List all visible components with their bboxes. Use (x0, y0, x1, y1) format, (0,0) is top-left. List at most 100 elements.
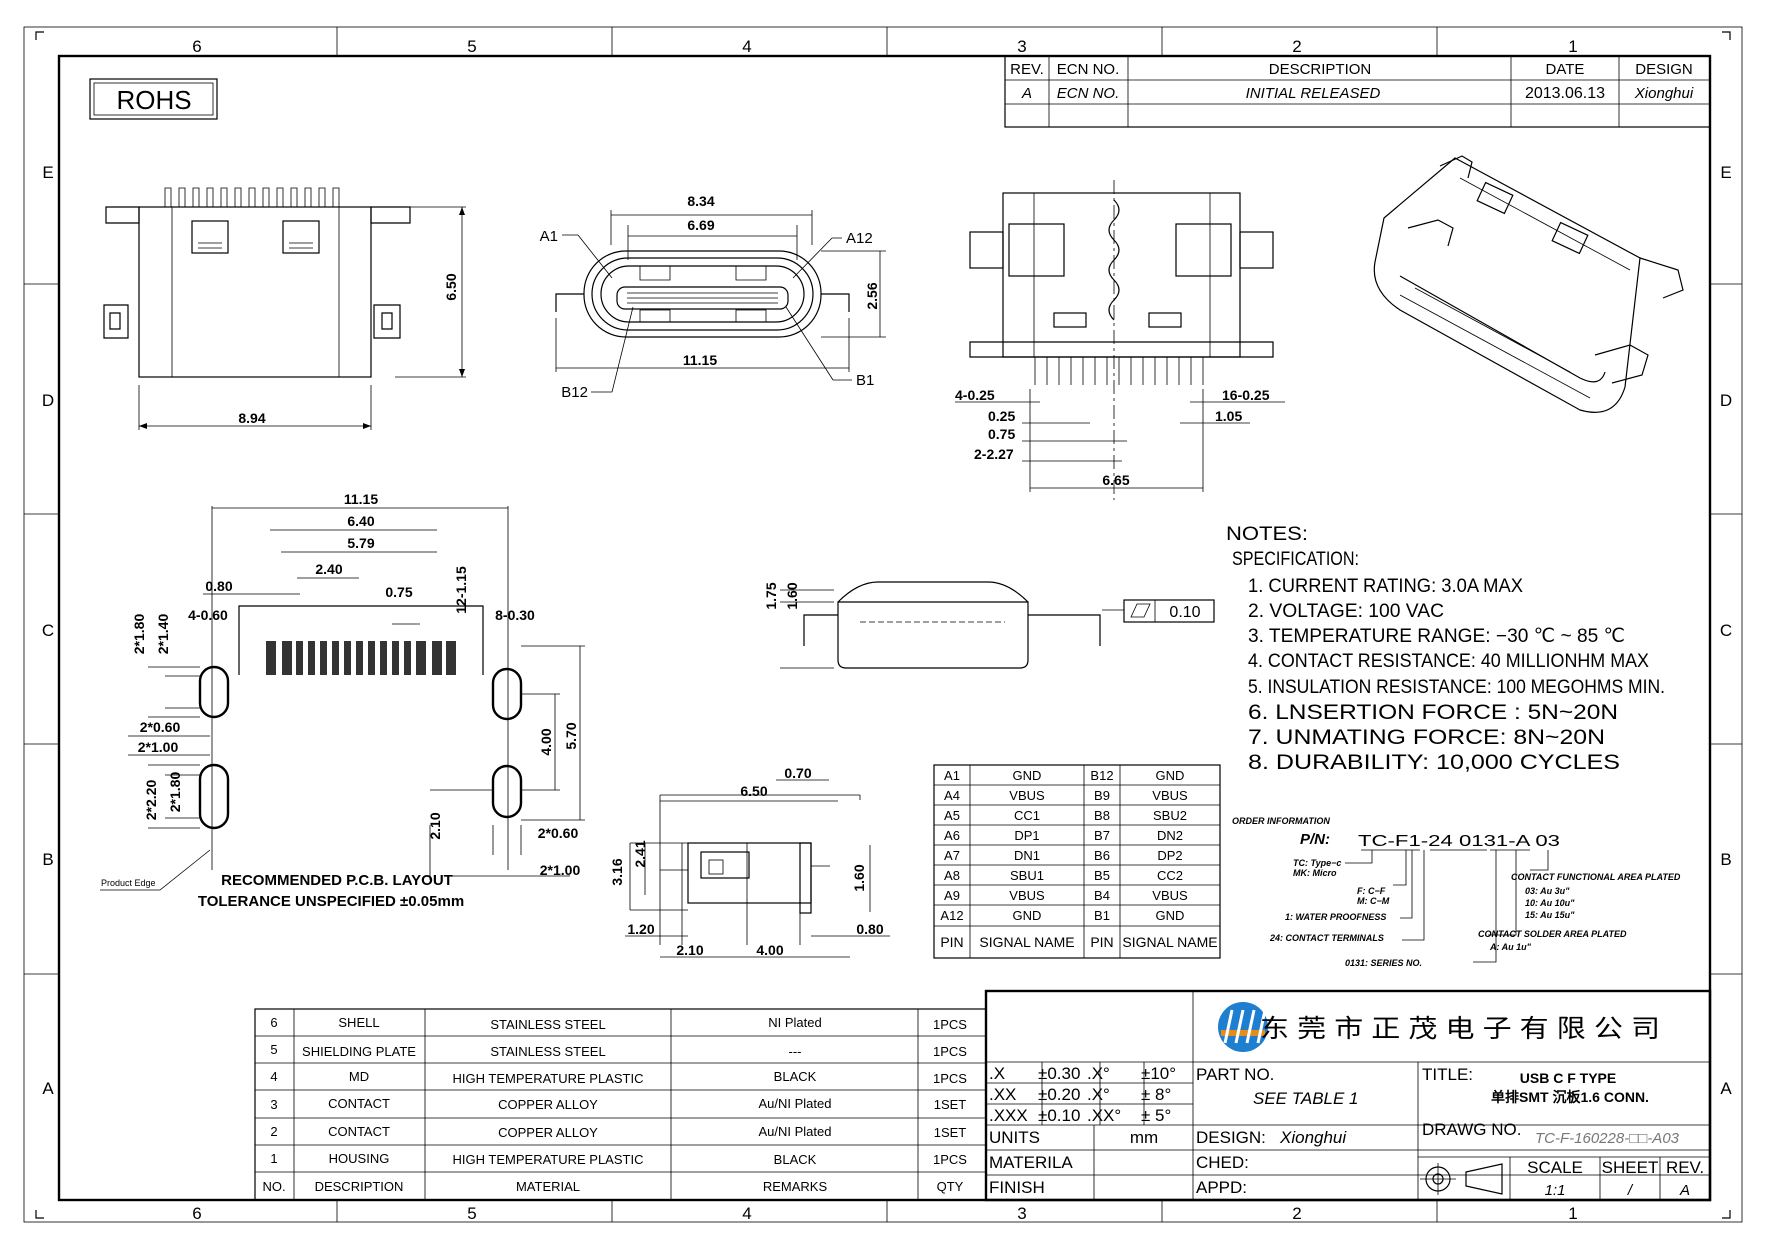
bom-cell: HOUSING (329, 1151, 390, 1166)
callout-b1: B1 (856, 372, 874, 389)
note-item: 6. LNSERTION FORCE : 5N~20N (1248, 701, 1618, 724)
bom-cell: SHELL (338, 1015, 379, 1030)
top-view: 8.94 6.50 (103, 187, 466, 430)
finish-label: FINISH (989, 1178, 1045, 1197)
pin-table-rows: A1 GND B12 GND A4 VBUS B9 VBUS A5 CC1 B8… (940, 768, 1188, 923)
bom-cell: 1PCS (933, 1152, 967, 1167)
profile-dim-7: 2.10 (676, 942, 703, 958)
zone-top: 3 (1017, 37, 1026, 56)
design-label: DESIGN: (1196, 1128, 1266, 1147)
note-item: 5. INSULATION RESISTANCE: 100 MEGOHMS MI… (1248, 677, 1665, 698)
dim-bottom-2: 16-0.25 (1222, 387, 1270, 403)
pin-footer: PIN (940, 934, 963, 950)
zone-bottom: 2 (1292, 1204, 1301, 1223)
pin-footer: SIGNAL NAME (1122, 934, 1217, 950)
tol-cell: .XX (989, 1085, 1016, 1104)
zone-labels-left: E D C B A (42, 163, 54, 1098)
profile-dim-8: 4.00 (756, 942, 783, 958)
note-item: 2. VOLTAGE: 100 VAC (1248, 601, 1444, 622)
scale-label: SCALE (1527, 1158, 1583, 1177)
pcb-dim-4: 2.40 (315, 561, 342, 577)
tol-cell: ±0.20 (1038, 1085, 1080, 1104)
rev-value: A (1021, 85, 1032, 102)
zone-top: 2 (1292, 37, 1301, 56)
zone-left: B (42, 850, 53, 869)
order-label: 1: WATER PROOFNESS (1285, 912, 1386, 922)
zone-right: D (1720, 391, 1732, 410)
dim-bottom-5: 0.75 (988, 426, 1015, 442)
zone-left: E (42, 163, 53, 182)
tol-cell: .X° (1087, 1085, 1110, 1104)
units-value: mm (1130, 1128, 1158, 1147)
order-information: ORDER INFORMATION P/N: TC-F1-24 0131-A 0… (1232, 816, 1681, 968)
bom-cell: NI Plated (768, 1015, 821, 1030)
tol-cell: ±10° (1141, 1064, 1176, 1083)
bom-cell: 1PCS (933, 1044, 967, 1059)
flatness-value: 0.10 (1169, 604, 1200, 621)
tol-cell: .X (989, 1064, 1005, 1083)
bom-header: DESCRIPTION (315, 1179, 404, 1194)
dim-front-height: 2.56 (864, 282, 880, 309)
pcb-dim-l1: 2*1.80 (131, 614, 147, 655)
zone-bottom: 6 (192, 1204, 201, 1223)
bom-cell: COPPER ALLOY (498, 1097, 598, 1112)
bom-cell: 1SET (934, 1125, 967, 1140)
order-label: MK: Micro (1293, 868, 1337, 878)
dim-bottom-6: 2-2.27 (974, 446, 1014, 462)
company-name: 东 莞 市 正 茂 电 子 有 限 公 司 (1260, 1015, 1660, 1043)
pin-cell: DP1 (1014, 828, 1039, 843)
bom-cell: CONTACT (328, 1096, 390, 1111)
pcb-caption-2: TOLERANCE UNSPECIFIED ±0.05mm (198, 893, 464, 910)
pin-cell: GND (1156, 768, 1185, 783)
pin-cell: VBUS (1009, 888, 1045, 903)
pcb-dim-l6: 2*1.80 (167, 772, 183, 813)
bom-cell: 1SET (934, 1097, 967, 1112)
drawg-value: TC-F-160228-□□-A03 (1535, 1130, 1680, 1147)
tol-cell: ± 8° (1141, 1085, 1171, 1104)
bom-cell: 4 (270, 1069, 277, 1084)
design-header: DESIGN (1635, 61, 1693, 78)
bom-cell: 6 (270, 1015, 277, 1030)
projection-symbol-icon (1420, 1163, 1503, 1195)
zone-labels-right: E D C B A (1720, 163, 1732, 1098)
bom-cell: 1PCS (933, 1017, 967, 1032)
ecn-value: ECN NO. (1057, 85, 1120, 102)
ched-label: CHED: (1196, 1153, 1249, 1172)
pcb-dim-5: 0.80 (205, 578, 232, 594)
tol-cell: ±0.10 (1038, 1106, 1080, 1125)
profile-dim-6: 1.20 (627, 921, 654, 937)
pin-cell: A6 (944, 828, 960, 843)
bom-cell: 3 (270, 1097, 277, 1112)
part-no-value: SEE TABLE 1 (1253, 1089, 1359, 1108)
pcb-dim-r1: 4.00 (538, 728, 554, 755)
order-label: CONTACT SOLDER AREA PLATED (1478, 929, 1627, 939)
bottom-view: 4-0.25 16-0.25 0.25 1.05 0.75 2-2.27 6.6… (955, 180, 1285, 500)
zone-top: 6 (192, 37, 201, 56)
profile-dim-1: 0.70 (784, 765, 811, 781)
pin-footer: PIN (1090, 934, 1113, 950)
zone-bottom: 1 (1568, 1204, 1577, 1223)
bom-cell: HIGH TEMPERATURE PLASTIC (453, 1152, 644, 1167)
zone-right: E (1720, 163, 1731, 182)
pcb-dim-8: 4-0.60 (188, 607, 228, 623)
title-label: TITLE: (1422, 1065, 1473, 1084)
profile-dim-9: 0.80 (856, 921, 883, 937)
dim-bottom-1: 4-0.25 (955, 387, 995, 403)
pin-cell: B4 (1094, 888, 1110, 903)
product-edge-label: Product Edge (101, 878, 156, 888)
bom-cell: STAINLESS STEEL (490, 1017, 605, 1032)
note-item: 4. CONTACT RESISTANCE: 40 MILLIONHM MAX (1248, 651, 1649, 672)
design-value: Xionghui (1634, 85, 1694, 102)
bom-cell: COPPER ALLOY (498, 1125, 598, 1140)
bom-cell: 2 (270, 1124, 277, 1139)
note-item: 8. DURABILITY: 10,000 CYCLES (1248, 751, 1620, 774)
pin-cell: B7 (1094, 828, 1110, 843)
zone-left: D (42, 391, 54, 410)
date-header: DATE (1546, 61, 1585, 78)
bom-cell: Au/NI Plated (759, 1096, 832, 1111)
pin-cell: A9 (944, 888, 960, 903)
bom-cell: BLACK (774, 1069, 817, 1084)
callout-b12: B12 (561, 384, 588, 401)
side-dim-1: 1.75 (763, 582, 779, 609)
